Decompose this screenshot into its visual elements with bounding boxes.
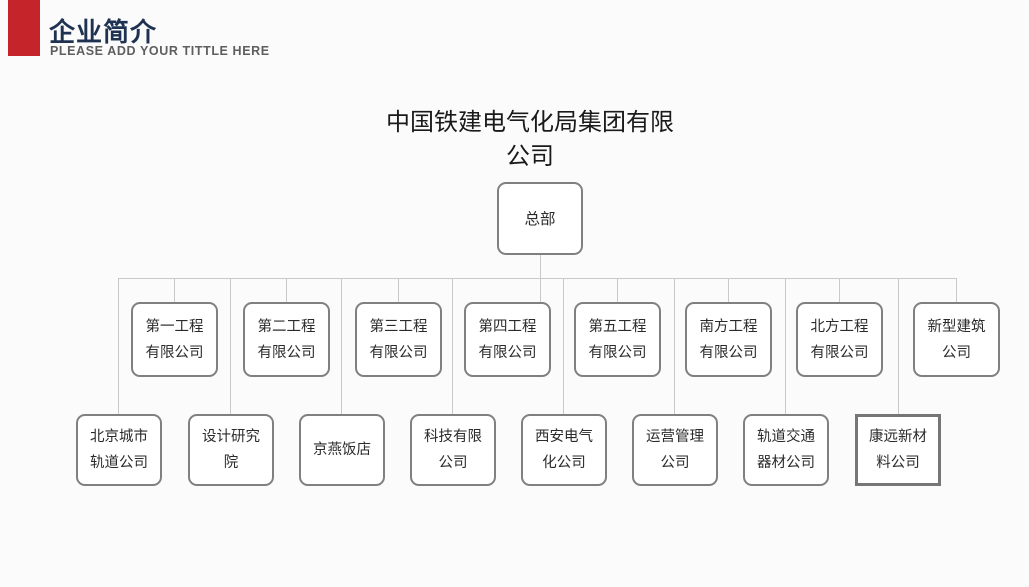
connector-drop-l1-7 bbox=[839, 278, 840, 302]
org-node-label: 西安电气化公司 bbox=[535, 429, 593, 471]
org-node-l2-5[interactable]: 西安电气化公司 bbox=[521, 414, 607, 486]
connector-main-bus bbox=[118, 278, 956, 279]
org-node-l1-4[interactable]: 第四工程有限公司 bbox=[464, 302, 551, 377]
connector-drop-l2-6 bbox=[674, 278, 675, 414]
org-node-label: 第四工程有限公司 bbox=[478, 318, 537, 361]
connector-drop-l2-2 bbox=[230, 278, 231, 414]
org-node-label: 康远新材料公司 bbox=[869, 429, 927, 471]
connector-drop-l2-3 bbox=[341, 278, 342, 414]
org-node-l1-5[interactable]: 第五工程有限公司 bbox=[574, 302, 661, 377]
page-subtitle: PLEASE ADD YOUR TITTLE HERE bbox=[50, 44, 270, 58]
connector-drop-l2-5 bbox=[563, 278, 564, 414]
org-node-l1-6[interactable]: 南方工程有限公司 bbox=[685, 302, 772, 377]
org-node-label: 运营管理公司 bbox=[646, 429, 704, 471]
org-node-label: 第二工程有限公司 bbox=[257, 318, 316, 361]
org-node-label: 第五工程有限公司 bbox=[588, 318, 647, 361]
org-node-l1-3[interactable]: 第三工程有限公司 bbox=[355, 302, 442, 377]
header-accent-bar bbox=[8, 0, 40, 56]
org-node-l1-7[interactable]: 北方工程有限公司 bbox=[796, 302, 883, 377]
org-node-l2-2[interactable]: 设计研究院 bbox=[188, 414, 274, 486]
page-title: 企业简介 bbox=[49, 17, 158, 47]
connector-drop-l1-4 bbox=[540, 278, 541, 302]
connector-root-stem bbox=[540, 255, 541, 278]
org-node-label: 南方工程有限公司 bbox=[699, 318, 758, 361]
org-node-l2-4[interactable]: 科技有限公司 bbox=[410, 414, 496, 486]
org-node-l2-3[interactable]: 京燕饭店 bbox=[299, 414, 385, 486]
org-node-l1-1[interactable]: 第一工程有限公司 bbox=[131, 302, 218, 377]
connector-drop-l2-8 bbox=[898, 278, 899, 414]
org-node-l2-1[interactable]: 北京城市轨道公司 bbox=[76, 414, 162, 486]
connector-drop-l1-5 bbox=[617, 278, 618, 302]
org-node-label: 科技有限公司 bbox=[424, 429, 482, 471]
org-node-l1-8[interactable]: 新型建筑公司 bbox=[913, 302, 1000, 377]
org-node-label: 新型建筑公司 bbox=[927, 318, 986, 361]
connector-drop-l1-8 bbox=[956, 278, 957, 302]
org-node-label: 总部 bbox=[524, 209, 556, 228]
connector-drop-l1-1 bbox=[174, 278, 175, 302]
org-node-root[interactable]: 总部 bbox=[497, 182, 583, 255]
org-node-l2-6[interactable]: 运营管理公司 bbox=[632, 414, 718, 486]
org-node-l2-7[interactable]: 轨道交通器材公司 bbox=[743, 414, 829, 486]
org-node-label: 北方工程有限公司 bbox=[810, 318, 869, 361]
org-node-label: 设计研究院 bbox=[202, 429, 260, 471]
connector-drop-l1-2 bbox=[286, 278, 287, 302]
org-node-l2-8[interactable]: 康远新材料公司 bbox=[855, 414, 941, 486]
org-node-label: 北京城市轨道公司 bbox=[90, 429, 148, 471]
connector-drop-l1-6 bbox=[728, 278, 729, 302]
connector-drop-l1-3 bbox=[398, 278, 399, 302]
connector-drop-l2-1 bbox=[118, 278, 119, 414]
org-node-label: 第一工程有限公司 bbox=[145, 318, 204, 361]
org-node-label: 轨道交通器材公司 bbox=[757, 429, 815, 471]
org-node-label: 第三工程有限公司 bbox=[369, 318, 428, 361]
org-chart-title: 中国铁建电气化局集团有限公司 bbox=[386, 108, 674, 170]
org-node-label: 京燕饭店 bbox=[313, 442, 371, 458]
org-node-l1-2[interactable]: 第二工程有限公司 bbox=[243, 302, 330, 377]
connector-drop-l2-7 bbox=[785, 278, 786, 414]
connector-drop-l2-4 bbox=[452, 278, 453, 414]
